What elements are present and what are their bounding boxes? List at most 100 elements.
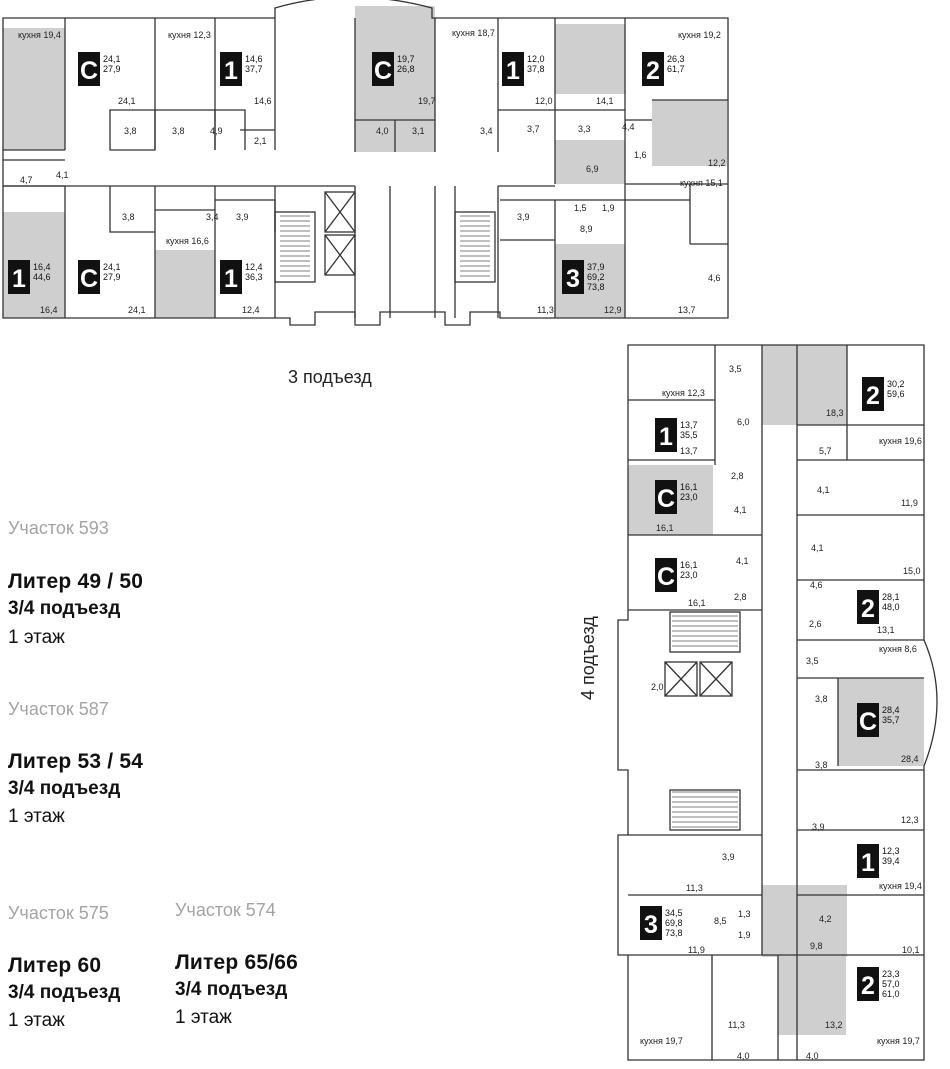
room-area-label: 2,1 (254, 136, 267, 146)
apartment-type-box (655, 418, 677, 452)
apartment-area-label: 14,6 (245, 54, 263, 64)
room-area-label: кухня 12,3 (662, 388, 705, 398)
apartment-area-label: 27,9 (103, 64, 121, 74)
floor-label: 1 этаж (8, 1010, 65, 1031)
apartment-type-label: C (80, 57, 98, 85)
apartment-type-box (642, 52, 664, 86)
room-area-label: 3,9 (517, 212, 530, 222)
apartment-type-label: 2 (861, 972, 875, 1000)
room-area-label: 12,2 (708, 158, 726, 168)
apartment-type-box (857, 967, 879, 1001)
liter-label: Литер 53 / 54 (8, 750, 144, 773)
apartment-type-label: 2 (646, 57, 660, 85)
room-area-label: 1,9 (602, 203, 615, 213)
room-area-label: 6,0 (737, 417, 750, 427)
room-area-label: 3,9 (236, 212, 249, 222)
room-area-label: 4,6 (810, 580, 823, 590)
room-area-label: 3,8 (122, 212, 135, 222)
room-area-label: 15,0 (903, 566, 921, 576)
room-area-label: 11,3 (537, 305, 554, 315)
room-area-label: 28,4 (901, 754, 919, 764)
floor-label: 1 этаж (8, 806, 65, 827)
apartment-area-label: 48,0 (882, 602, 900, 612)
room-area-label: 19,7 (418, 96, 436, 106)
room-area-label: 10,1 (902, 945, 920, 955)
room-area-label: 6,9 (586, 164, 599, 174)
apartment-type-box (857, 703, 879, 737)
apartment-type-box (640, 906, 662, 940)
apartment-area-label: 28,4 (882, 705, 900, 715)
apartment-area-label: 26,3 (667, 54, 685, 64)
apartment-type-label: 3 (644, 911, 658, 939)
apartment-area-label: 59,6 (887, 389, 905, 399)
room-area-label: 11,9 (901, 498, 918, 508)
floor-label: 1 этаж (8, 627, 65, 648)
room-area-label: 4,6 (708, 273, 721, 283)
room-area-label: 4,1 (736, 556, 749, 566)
room-area-label: 2,0 (651, 682, 664, 692)
room-area-label: 4,4 (622, 122, 635, 132)
apartment-type-label: 1 (506, 57, 520, 85)
apartment-type-box (220, 260, 242, 294)
apartment-type-label: C (374, 57, 392, 85)
room-area-label: 4,0 (376, 126, 389, 136)
apartment-type-box (862, 377, 884, 411)
apartment-area-label: 16,4 (33, 262, 51, 272)
apartment-type-box (502, 52, 524, 86)
apartment-type-label: C (657, 485, 675, 513)
apartment-area-label: 69,8 (665, 918, 683, 928)
apartment-type-box (220, 52, 242, 86)
room-area-label: 3,8 (815, 694, 828, 704)
room-area-label: кухня 19,7 (640, 1036, 683, 1046)
room-area-label: 4,9 (210, 126, 223, 136)
entrances-label: 3/4 подъезд (8, 598, 121, 619)
apartment-area-label: 37,7 (245, 64, 263, 74)
apartment-type-label: 3 (566, 265, 580, 293)
apartment-type-box (857, 590, 879, 624)
apartment-type-box (78, 52, 100, 86)
room-area-label: 1,3 (738, 909, 751, 919)
room-area-label: 13,2 (825, 1020, 843, 1030)
plot-label: Участок 587 (8, 699, 109, 719)
apartment-area-label: 19,7 (397, 54, 415, 64)
room-area-label: 4,0 (737, 1051, 750, 1061)
room-area-label: 3,5 (806, 656, 819, 666)
room-area-label: 2,8 (731, 471, 744, 481)
apartment-type-label: 1 (861, 849, 875, 877)
room-area-label: 3,8 (124, 126, 137, 136)
apartment-type-box (655, 558, 677, 592)
room-area-label: 4,0 (806, 1051, 819, 1061)
liter-label: Литер 65/66 (175, 951, 299, 974)
liter-label: Литер 49 / 50 (8, 570, 144, 593)
room-area-label: 3,9 (722, 852, 735, 862)
entrances-label: 3/4 подъезд (8, 982, 121, 1003)
apartment-area-label: 37,9 (587, 262, 605, 272)
apartment-type-box (562, 260, 584, 294)
room-area-label: 12,4 (242, 305, 260, 315)
room-area-label: 16,1 (688, 598, 706, 608)
apartment-type-label: C (657, 563, 675, 591)
room-area-label: кухня 18,7 (452, 28, 495, 38)
apartment-area-label: 34,5 (665, 908, 683, 918)
room-area-label: 3,9 (812, 822, 825, 832)
room-area-label: 9,8 (810, 941, 823, 951)
room-area-label: 4,2 (819, 914, 832, 924)
room-area-label: кухня 15,1 (680, 178, 723, 188)
room-area-label: 1,9 (738, 930, 751, 940)
liter-label: Литер 60 (8, 954, 102, 977)
apartment-area-label: 28,1 (882, 592, 900, 602)
apartment-area-label: 24,1 (103, 262, 121, 272)
apartment-type-box (78, 260, 100, 294)
apartment-area-label: 61,0 (882, 989, 900, 999)
room-area-label: 3,1 (412, 126, 425, 136)
